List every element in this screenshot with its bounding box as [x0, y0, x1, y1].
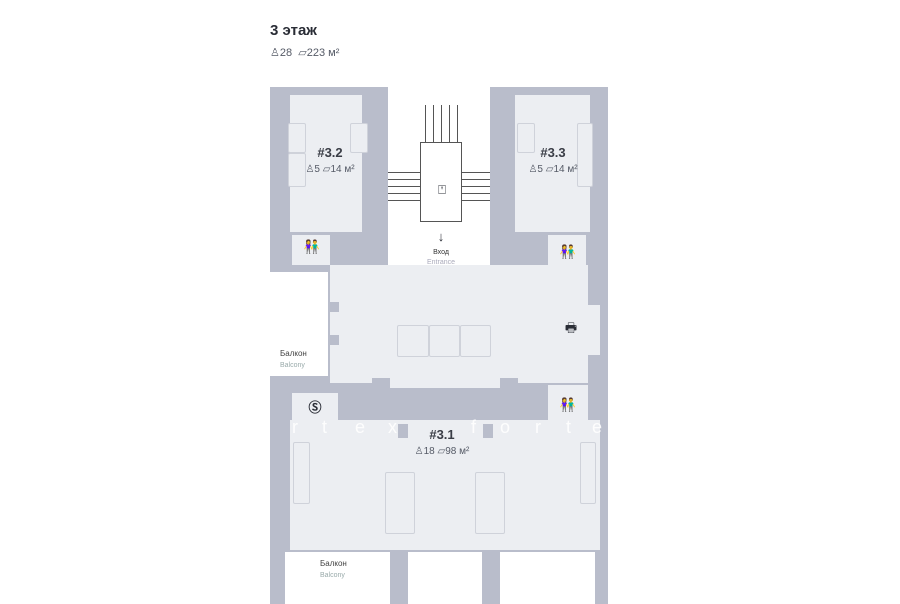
- room-3-1-stats: ♙18 ▱98 м²: [414, 446, 470, 457]
- watermark-letter: o: [500, 417, 511, 437]
- restroom-right-bottom: [548, 385, 588, 421]
- floor-stats: ♙28 ▱223 м²: [270, 46, 339, 59]
- stair-rail: [457, 105, 458, 142]
- stair-step: [388, 186, 420, 187]
- stair-step: [462, 172, 490, 173]
- stair-step: [462, 179, 490, 180]
- stair-step: [462, 186, 490, 187]
- entrance-label-en: Entrance: [426, 259, 456, 266]
- stair-rail: [433, 105, 434, 142]
- room-3-3-stats: ♙5 ▱14 м²: [528, 164, 578, 175]
- desk: [397, 325, 429, 357]
- desk: [288, 153, 306, 187]
- watermark-letter: r: [535, 417, 541, 437]
- desk: [577, 123, 593, 187]
- desk: [429, 325, 460, 357]
- balcony-bottom-label-en: Balcony: [320, 572, 345, 579]
- stair-step: [462, 193, 490, 194]
- restroom-icon[interactable]: 👫: [559, 244, 577, 259]
- desk: [385, 472, 415, 534]
- balcony-left: [270, 272, 328, 376]
- floor-area: 223 м²: [306, 47, 340, 59]
- restroom-icon[interactable]: 👫: [303, 239, 321, 254]
- column: [330, 302, 339, 312]
- person-icon: ♙: [270, 47, 280, 59]
- elevator-icon[interactable]: ⍞: [438, 182, 446, 197]
- desk: [460, 325, 491, 357]
- desk: [288, 123, 306, 153]
- stair-rail: [449, 105, 450, 142]
- desk: [517, 123, 535, 153]
- desk: [475, 472, 505, 534]
- watermark-letter: f: [471, 417, 477, 437]
- entrance-arrow-icon: ↓: [437, 229, 445, 244]
- stair-step: [388, 193, 420, 194]
- desk: [350, 123, 368, 153]
- room-3-3-label: #3.3: [540, 145, 566, 160]
- stair-landing: [420, 142, 462, 222]
- watermark-letter: e: [355, 417, 366, 437]
- balcony-bottom: [285, 552, 595, 604]
- desk: [293, 442, 310, 504]
- desk: [580, 442, 596, 504]
- watermark-letter: x: [388, 417, 397, 437]
- skype-room: [292, 393, 338, 421]
- column: [483, 424, 493, 438]
- corridor-notch: [390, 378, 500, 388]
- watermark-letter: e: [592, 417, 603, 437]
- room-3-1-area: [290, 420, 600, 550]
- floor-title: 3 этаж: [270, 22, 317, 39]
- room-3-1-label: #3.1: [429, 427, 455, 442]
- stair-step: [388, 172, 420, 173]
- stair-rail: [441, 105, 442, 142]
- restroom-left: [292, 235, 330, 265]
- balcony-bottom-label: Балкон: [320, 559, 347, 568]
- restroom-icon[interactable]: 👫: [559, 397, 577, 412]
- pillar: [390, 550, 408, 604]
- pillar: [482, 550, 500, 604]
- watermark-letter: t: [566, 417, 572, 437]
- floor-people: 28: [279, 47, 293, 59]
- column: [398, 424, 408, 438]
- corridor: [335, 275, 500, 285]
- stair-step: [388, 179, 420, 180]
- floor-plan: ⍞ #3.2 ♙5 ▱14 м² #3.3 ♙5 ▱14 м² #3.1 ♙18…: [270, 87, 608, 604]
- stair-step: [388, 200, 420, 201]
- stair-rail: [425, 105, 426, 142]
- skype-icon[interactable]: Ⓢ: [308, 400, 322, 415]
- watermark-letter: t: [322, 417, 328, 437]
- room-3-2-label: #3.2: [317, 145, 343, 160]
- room-3-2-stats: ♙5 ▱14 м²: [305, 164, 355, 175]
- balcony-left-label-en: Balcony: [280, 362, 305, 369]
- column: [330, 335, 339, 345]
- stair-step: [462, 200, 490, 201]
- entrance-label: Вход: [433, 249, 449, 256]
- printer-icon[interactable]: 🖶: [564, 320, 578, 335]
- area-icon: ▱: [298, 47, 307, 59]
- printer-room: [544, 305, 600, 355]
- watermark-letter: r: [292, 417, 298, 437]
- balcony-left-label: Балкон: [280, 349, 307, 358]
